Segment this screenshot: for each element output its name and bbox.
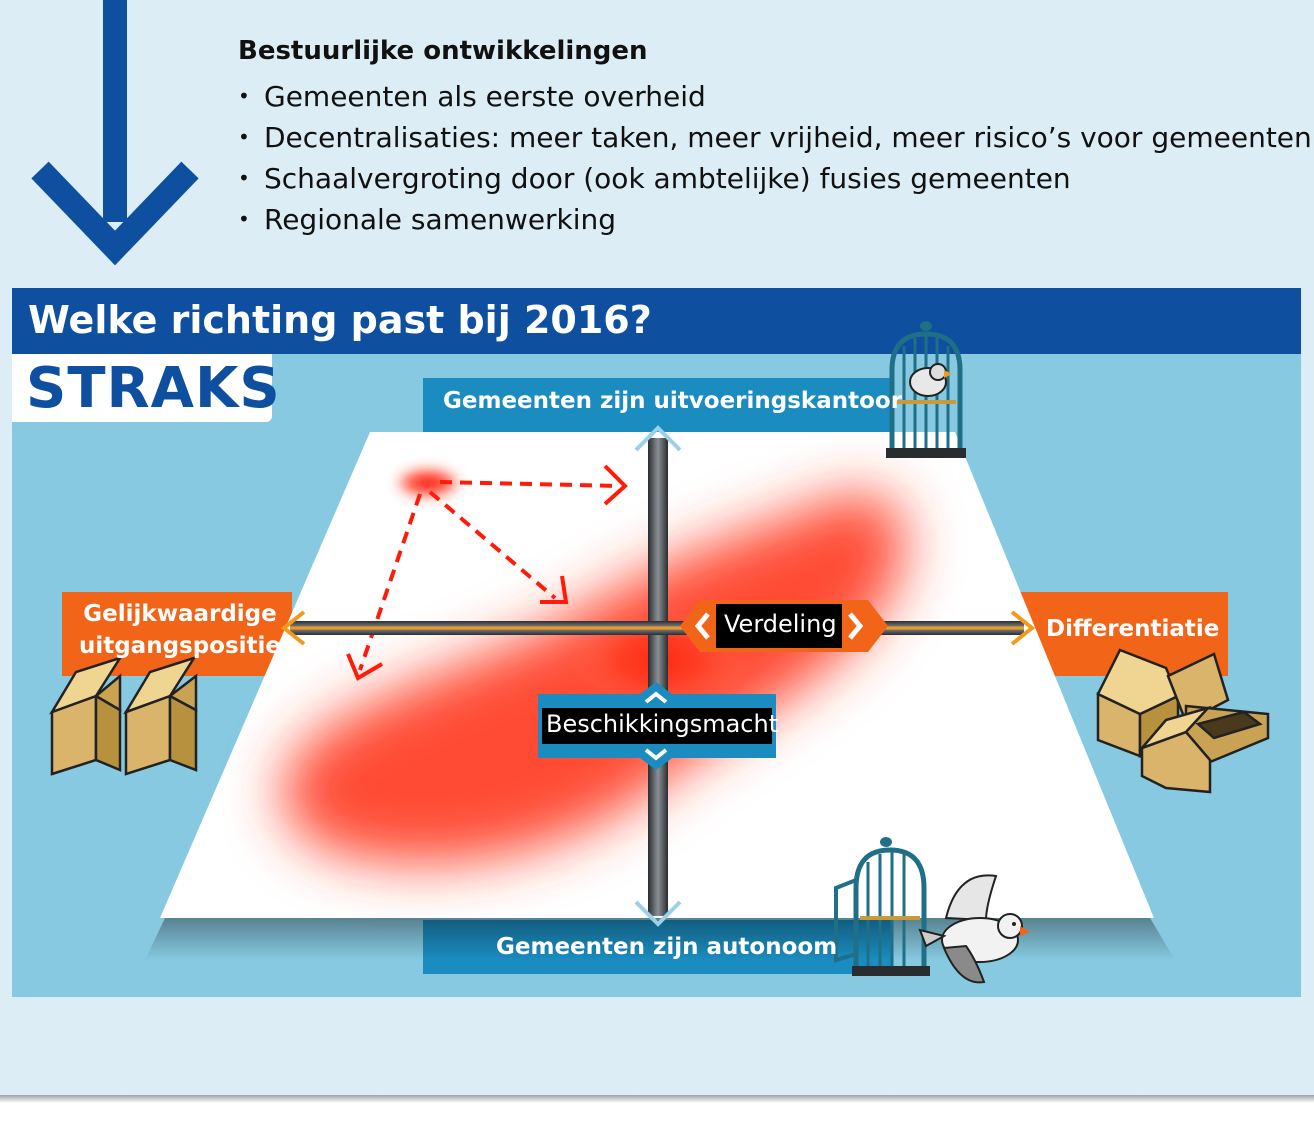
bird-cage-open-icon: [834, 837, 930, 976]
intro-item: •Gemeenten als eerste overheid: [238, 80, 706, 113]
bird-cage-closed-icon: [886, 321, 966, 458]
intro-section: Bestuurlijke ontwikkelingen •Gemeenten a…: [238, 36, 1312, 240]
verdeling-label: Verdeling: [724, 610, 837, 638]
intro-item: •Schaalvergroting door (ook ambtelijke) …: [238, 162, 1071, 195]
intro-item: •Regionale samenwerking: [238, 203, 617, 236]
beschikkingsmacht-marker: [538, 682, 776, 770]
axis-label-top: Gemeenten zijn uitvoeringskantoor: [443, 388, 903, 414]
straks-badge-box: [12, 354, 272, 422]
axis-label-left-bg: [62, 592, 292, 676]
intro-item: •Decentralisaties: meer taken, meer vrij…: [238, 121, 1312, 154]
flying-bird-icon: [918, 874, 1030, 984]
vertical-axis: [634, 425, 682, 927]
origin-spot: [394, 467, 462, 499]
intro-heading: Bestuurlijke ontwikkelingen: [238, 36, 648, 66]
bottom-shadow: [0, 1095, 1314, 1103]
plane-shadow: [145, 918, 1175, 960]
scattered-boxes-icon: [1096, 648, 1270, 794]
straks-badge: STRAKS: [26, 356, 281, 421]
down-arrow-icon: [31, 0, 199, 266]
verdeling-marker: [680, 600, 888, 652]
axis-label-right-bg: [1018, 592, 1228, 676]
page-title: Welke richting past bij 2016?: [28, 298, 652, 342]
axis-label-top-bg: [423, 378, 893, 432]
title-bar: [12, 288, 1301, 354]
open-boxes-icon: [49, 655, 198, 776]
arrow-heads: [346, 464, 628, 681]
intro-list: •Gemeenten als eerste overheid •Decentra…: [238, 76, 1312, 240]
direction-arrows: [358, 480, 621, 671]
axis-label-left-line1: Gelijkwaardige: [83, 601, 277, 627]
axis-label-bottom: Gemeenten zijn autonoom: [496, 934, 838, 960]
beschikkingsmacht-label: Beschikkingsmacht: [546, 710, 779, 738]
axis-label-right: Differentiatie: [1046, 616, 1220, 642]
axis-label-left: Gelijkwaardige uitgangspositie: [68, 598, 292, 662]
axis-label-left-line2: uitgangspositie: [78, 633, 282, 659]
